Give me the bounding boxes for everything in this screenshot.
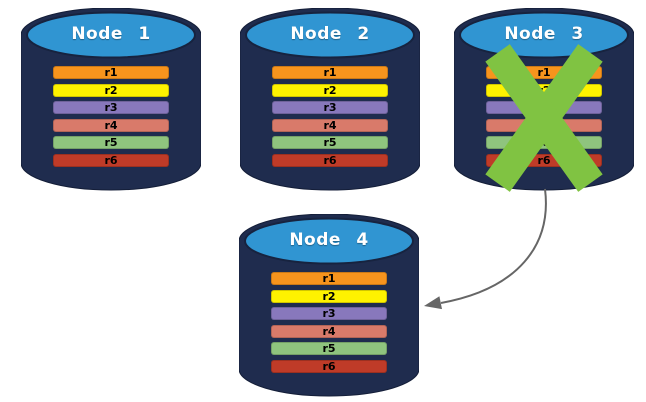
- replica-bar-r6: r6: [272, 153, 388, 167]
- node-title: Node 3: [504, 24, 584, 44]
- replica-bar-r6: r6: [53, 153, 169, 167]
- replica-bar-r5: r5: [271, 342, 387, 355]
- replica-bar-r2: r2: [271, 289, 387, 303]
- node-title: Node 2: [290, 24, 370, 44]
- node-1: Node 1 r1 r2 r3 r4 r5 r6: [21, 8, 201, 191]
- replica-list: r1 r2 r3 r4 r5 r6: [271, 272, 387, 377]
- node-title: Node 1: [71, 24, 151, 44]
- replica-bar-r4: r4: [271, 324, 387, 338]
- failure-x-icon: [485, 44, 603, 192]
- replica-bar-r3: r3: [271, 307, 387, 320]
- node-2: Node 2 r1 r2 r3 r4 r5 r6: [240, 8, 420, 191]
- replica-list: r1 r2 r3 r4 r5 r6: [272, 66, 388, 171]
- replica-bar-r3: r3: [272, 101, 388, 114]
- replica-bar-r1: r1: [271, 272, 387, 285]
- node-3-failed: Node 3 r1 r2 r3 r4 r5 r6: [454, 8, 634, 192]
- replica-bar-r1: r1: [53, 66, 169, 79]
- replica-bar-r5: r5: [272, 136, 388, 149]
- replica-bar-r3: r3: [53, 101, 169, 114]
- node-4: Node 4 r1 r2 r3 r4 r5 r6: [239, 214, 419, 397]
- replica-list: r1 r2 r3 r4 r5 r6: [53, 66, 169, 171]
- replica-bar-r5: r5: [53, 136, 169, 149]
- node-title: Node 4: [289, 230, 369, 250]
- replica-bar-r1: r1: [272, 66, 388, 79]
- replica-bar-r2: r2: [272, 83, 388, 97]
- replica-bar-r4: r4: [53, 118, 169, 132]
- arrowhead-icon: [424, 296, 442, 310]
- replica-bar-r2: r2: [53, 83, 169, 97]
- replica-bar-r6: r6: [271, 359, 387, 373]
- replica-bar-r4: r4: [272, 118, 388, 132]
